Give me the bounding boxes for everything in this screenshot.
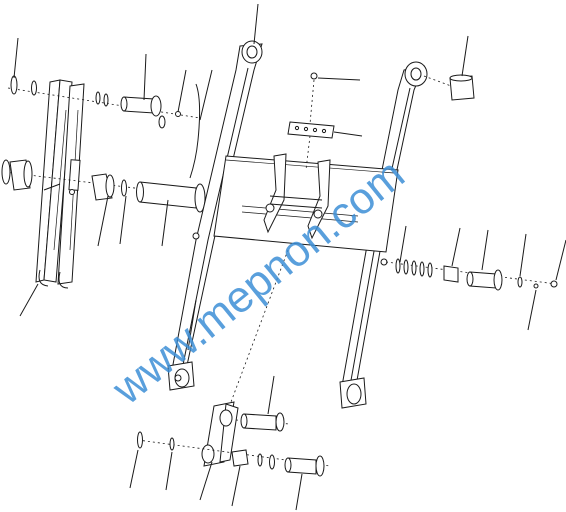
leader-lines <box>13 3 566 511</box>
bottom-link-assembly <box>137 249 331 477</box>
right-pin-assembly <box>385 258 558 291</box>
left-side-arm-view <box>35 79 85 289</box>
left-lower-pin-assembly <box>1 83 206 213</box>
left-long-arm <box>167 40 263 391</box>
top-bolt-and-plate <box>287 72 363 171</box>
center-brackets <box>263 153 331 240</box>
cross-plate <box>213 155 399 253</box>
upper-right-bushing <box>423 74 475 101</box>
left-upper-pin-assembly <box>7 75 201 129</box>
